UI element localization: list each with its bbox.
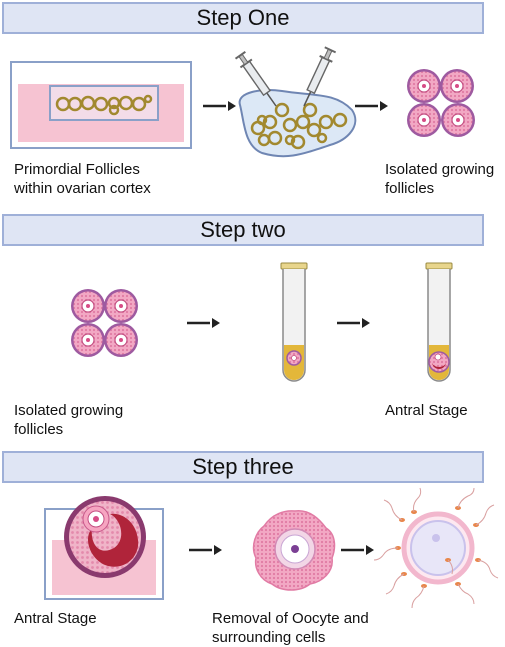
isolated-growing-follicles-label-1: Isolated growing follicles: [385, 161, 495, 197]
primordial-follicles-label: Primordial Follicles within ovarian cort…: [14, 161, 151, 197]
arrow-step3-a: [189, 545, 222, 555]
test-tube-1: [280, 262, 308, 382]
arrow-step3-b: [341, 545, 374, 555]
arrow-step2-a: [187, 318, 220, 328]
isolated-follicles-cluster-2: [70, 288, 139, 358]
step-one-title: Step One: [196, 5, 290, 30]
culture-dish-antral: [44, 496, 164, 600]
step-one-banner: Step One: [2, 2, 484, 34]
antral-stage-label-1: Antral Stage: [385, 402, 468, 419]
arrow-step2-b: [337, 318, 370, 328]
cumulus-oocyte-complex: [252, 510, 336, 591]
test-tube-2: [425, 262, 453, 382]
arrow-step1-b: [355, 101, 388, 111]
step-two-banner: Step two: [2, 214, 484, 246]
oocyte-with-sperm: [373, 487, 499, 609]
step-three-banner: Step three: [2, 451, 484, 483]
step-three-title: Step three: [192, 454, 294, 479]
oocyte-removal-label: Removal of Oocyte and surrounding cells: [212, 610, 369, 646]
isolated-growing-follicles-label-2: Isolated growing follicles: [14, 402, 124, 438]
culture-dish-with-cortex: [10, 61, 192, 149]
antral-stage-label-2: Antral Stage: [14, 610, 97, 627]
arrow-step1-a: [203, 101, 236, 111]
isolated-follicles-cluster-1: [406, 68, 476, 138]
tissue-with-syringes: [234, 46, 357, 158]
step-two-title: Step two: [200, 217, 286, 242]
